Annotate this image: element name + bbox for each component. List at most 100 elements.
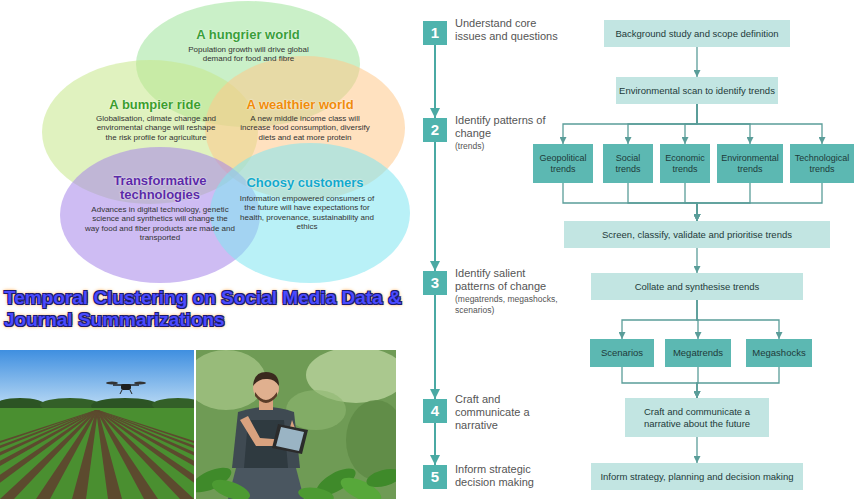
box-label: Social trends xyxy=(606,153,650,175)
flow-connector xyxy=(628,183,697,221)
step-arrow xyxy=(434,142,436,271)
flow-connector xyxy=(696,437,697,463)
box-label: Collate and synthesise trends xyxy=(594,281,800,292)
flow-connector xyxy=(697,183,822,221)
illustration-detail xyxy=(106,382,118,385)
outcome-box: Scenarios xyxy=(590,339,654,367)
illustration-detail xyxy=(272,424,308,454)
illustration-detail xyxy=(96,410,194,499)
overlay-title: Temporal Clustering on Social Media Data… xyxy=(4,287,409,331)
step-number: 1 xyxy=(423,21,447,45)
illustration-detail xyxy=(120,390,122,394)
outcome-box: Megashocks xyxy=(746,339,812,367)
circle-body: Population growth will drive global dema… xyxy=(186,45,311,64)
flow-connector xyxy=(696,47,697,77)
illustration-detail xyxy=(0,408,194,499)
illustration-detail xyxy=(130,390,132,394)
box-label: Economic trends xyxy=(663,153,707,175)
step-number-box: 5Inform strategic decision making xyxy=(423,465,447,489)
illustration-detail xyxy=(0,410,98,499)
process-box: Craft and communicate a narrative about … xyxy=(625,398,769,437)
flow-connector xyxy=(622,367,697,398)
step-number: 4 xyxy=(423,399,447,423)
drone-field-photo xyxy=(0,350,194,499)
illustration-detail xyxy=(255,392,277,403)
illustration-detail xyxy=(253,372,279,386)
illustration-detail xyxy=(72,410,98,499)
illustration-detail xyxy=(346,400,396,480)
flow-connector xyxy=(697,104,822,144)
farmer xyxy=(228,372,308,499)
illustration-detail xyxy=(365,466,396,491)
step-heading: Identify salient patterns of change xyxy=(455,267,560,293)
illustration-detail xyxy=(121,384,131,390)
flow-connector xyxy=(628,104,697,144)
flow-connector xyxy=(696,248,697,273)
illustration-detail xyxy=(209,476,252,499)
box-label: Scenarios xyxy=(593,347,651,358)
circle-heading: A wealthier world xyxy=(205,98,395,112)
circle-body: A new middle income class will increase … xyxy=(238,114,372,142)
farmer-tablet-photo xyxy=(196,350,396,499)
circle-heading: Choosy customers xyxy=(210,176,400,190)
illustration-detail xyxy=(0,410,98,499)
step-number-box: 2Identify patterns of change(trends) xyxy=(423,118,447,142)
box-label: Craft and communicate a narrative about … xyxy=(628,406,766,429)
step-description: Inform strategic decision making xyxy=(455,463,547,489)
step-number: 5 xyxy=(423,465,447,489)
illustration-detail xyxy=(96,410,194,499)
process-box: Environmental scan to identify trends xyxy=(616,77,778,104)
box-label: Inform strategy, planning and decision m… xyxy=(594,471,800,482)
illustration-detail xyxy=(36,410,98,499)
trend-box: Technological trends xyxy=(790,144,854,183)
step-number: 3 xyxy=(423,271,447,295)
outcome-box: Megatrends xyxy=(665,339,731,367)
circle-body: Information empowered consumers of the f… xyxy=(237,194,377,232)
step-description: Craft and communicate a narrative xyxy=(455,393,535,433)
process-box: Screen, classify, validate and prioritis… xyxy=(564,221,830,248)
step-arrow xyxy=(434,45,436,118)
box-label: Technological trends xyxy=(793,153,851,175)
venn-circle: Choosy customersInformation empowered co… xyxy=(210,143,410,283)
circle-body: Globalisation, climate change and enviro… xyxy=(90,114,222,142)
venn-circle: Transformative technologiesAdvances in d… xyxy=(60,147,260,283)
illustration-detail xyxy=(96,410,194,499)
trend-box: Social trends xyxy=(603,144,653,183)
step-number: 2 xyxy=(423,118,447,142)
step-number-box: 1Understand core issues and questions xyxy=(423,21,447,45)
step-number-box: 4Craft and communicate a narrative xyxy=(423,399,447,423)
flow-connector xyxy=(697,300,779,339)
step-description: Identify salient patterns of change(mega… xyxy=(455,267,560,315)
box-label: Megatrends xyxy=(668,347,728,358)
plants xyxy=(196,463,396,499)
circle-body: Advances in digital technology, genetic … xyxy=(85,205,235,243)
step-heading: Identify patterns of change xyxy=(455,114,550,140)
flow-connector xyxy=(685,183,697,221)
step-note: (megatrends, megashocks, scenarios) xyxy=(455,294,560,314)
circle-heading: A bumpier ride xyxy=(55,98,255,112)
circle-heading: A hungrier world xyxy=(136,28,360,42)
box-label: Megashocks xyxy=(749,347,809,358)
flow-connector xyxy=(563,183,697,221)
step-number-box: 3Identify salient patterns of change(meg… xyxy=(423,271,447,295)
step-heading: Craft and communicate a narrative xyxy=(455,393,535,433)
box-label: Environmental scan to identify trends xyxy=(619,85,775,96)
illustration-detail xyxy=(297,485,335,499)
process-box: Inform strategy, planning and decision m… xyxy=(591,463,803,490)
box-label: Environmental trends xyxy=(720,153,780,175)
step-heading: Understand core issues and questions xyxy=(455,17,567,43)
flow-connector xyxy=(697,367,779,398)
process-box: Background study and scope definition xyxy=(604,20,790,47)
flow-connector xyxy=(697,183,750,221)
illustration-detail xyxy=(0,410,98,499)
drone xyxy=(106,382,146,395)
box-label: Screen, classify, validate and prioritis… xyxy=(567,229,827,240)
process-box: Collate and synthesise trends xyxy=(591,273,803,300)
trend-box: Economic trends xyxy=(660,144,710,183)
illustration-detail xyxy=(134,382,146,385)
flow-connector xyxy=(622,300,697,339)
trend-box: Geopolitical trends xyxy=(533,144,593,183)
trend-box: Environmental trends xyxy=(717,144,783,183)
illustration-detail xyxy=(0,410,98,499)
